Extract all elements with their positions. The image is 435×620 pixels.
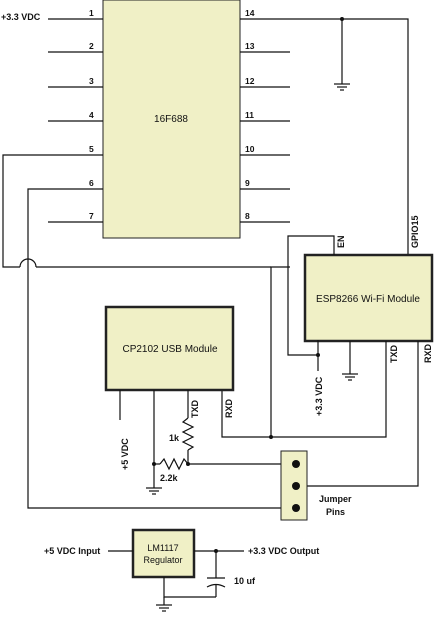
pic-16f688-body (102, 0, 241, 239)
esp-enable-wiring (287, 235, 335, 371)
voltage-divider: 1k 2.2k (146, 390, 296, 495)
pin-4-number: 4 (89, 110, 94, 120)
pin-7-number: 7 (89, 211, 94, 221)
pin-3-number: 3 (89, 76, 94, 86)
cp2102-module: CP2102 USB Module +5 VDC TXD RXD (104, 305, 235, 470)
jumper-pin (292, 460, 300, 468)
pic-16f688-label: 16F688 (154, 114, 188, 125)
esp-vcc-label: +3.3 VDC (314, 376, 324, 416)
esp8266-module: ESP8266 Wi-Fi Module GPIO15 EN +3.3 VDC … (303, 215, 434, 416)
r2-label: 2.2k (160, 473, 179, 483)
esp-txd-label: TXD (389, 344, 399, 363)
pin-5-number: 5 (89, 144, 94, 154)
pin-13-number: 13 (245, 41, 255, 51)
usb-rxd-label: RXD (224, 398, 234, 418)
pic-rx-wire (270, 266, 290, 437)
esp-gpio15-label: GPIO15 (410, 215, 420, 248)
esp-rxd-wire (306, 341, 419, 487)
esp-txd-wire (221, 341, 387, 438)
esp-rxd-label: RXD (423, 343, 433, 363)
pic-serial-wiring (2, 154, 306, 509)
pin-8-number: 8 (245, 211, 250, 221)
r1-label: 1k (169, 433, 180, 443)
esp-en-label: EN (336, 235, 346, 248)
pin14-wiring (290, 17, 409, 255)
ground-symbol (334, 83, 350, 91)
pin-12-number: 12 (245, 76, 255, 86)
esp-ground (342, 341, 358, 381)
pin-14-number: 14 (245, 8, 255, 18)
lm1117-body (131, 528, 196, 579)
lm1117-regulator: LM1117 Regulator +5 VDC Input +3.3 VDC O… (44, 528, 319, 612)
pin-1-number: 1 (89, 8, 94, 18)
esp8266-label: ESP8266 Wi-Fi Module (316, 294, 420, 305)
lm1117-label-2: Regulator (143, 555, 182, 565)
reg-input-label: +5 VDC Input (44, 546, 100, 556)
reg-output-label: +3.3 VDC Output (248, 546, 319, 556)
pin-9-number: 9 (245, 178, 250, 188)
jumper-pin (292, 482, 300, 490)
resistor-2-2k (159, 457, 189, 471)
pin-10-number: 10 (245, 144, 255, 154)
jumper-pin (292, 504, 300, 512)
resistor-1k (181, 417, 195, 451)
jumper-header: Jumper Pins (280, 450, 352, 521)
jumper-label-1: Jumper (319, 494, 352, 504)
pic-16f688: 16F688 1 2 3 4 5 6 7 8 9 10 11 12 13 14 (48, 0, 290, 239)
cap-label: 10 uf (234, 576, 256, 586)
mcu-vcc-label: +3.3 VDC (1, 12, 41, 22)
pin-6-number: 6 (89, 178, 94, 188)
esp8266-body (303, 253, 434, 343)
jumper-label-2: Pins (326, 507, 345, 517)
usb-vcc-label: +5 VDC (120, 438, 130, 470)
lm1117-label-1: LM1117 (147, 543, 178, 553)
usb-txd-label: TXD (190, 399, 200, 418)
pin-2-number: 2 (89, 41, 94, 51)
pin-11-number: 11 (245, 110, 254, 120)
capacitor-plate (206, 583, 226, 588)
cp2102-body (104, 305, 235, 392)
cp2102-label: CP2102 USB Module (122, 344, 217, 355)
